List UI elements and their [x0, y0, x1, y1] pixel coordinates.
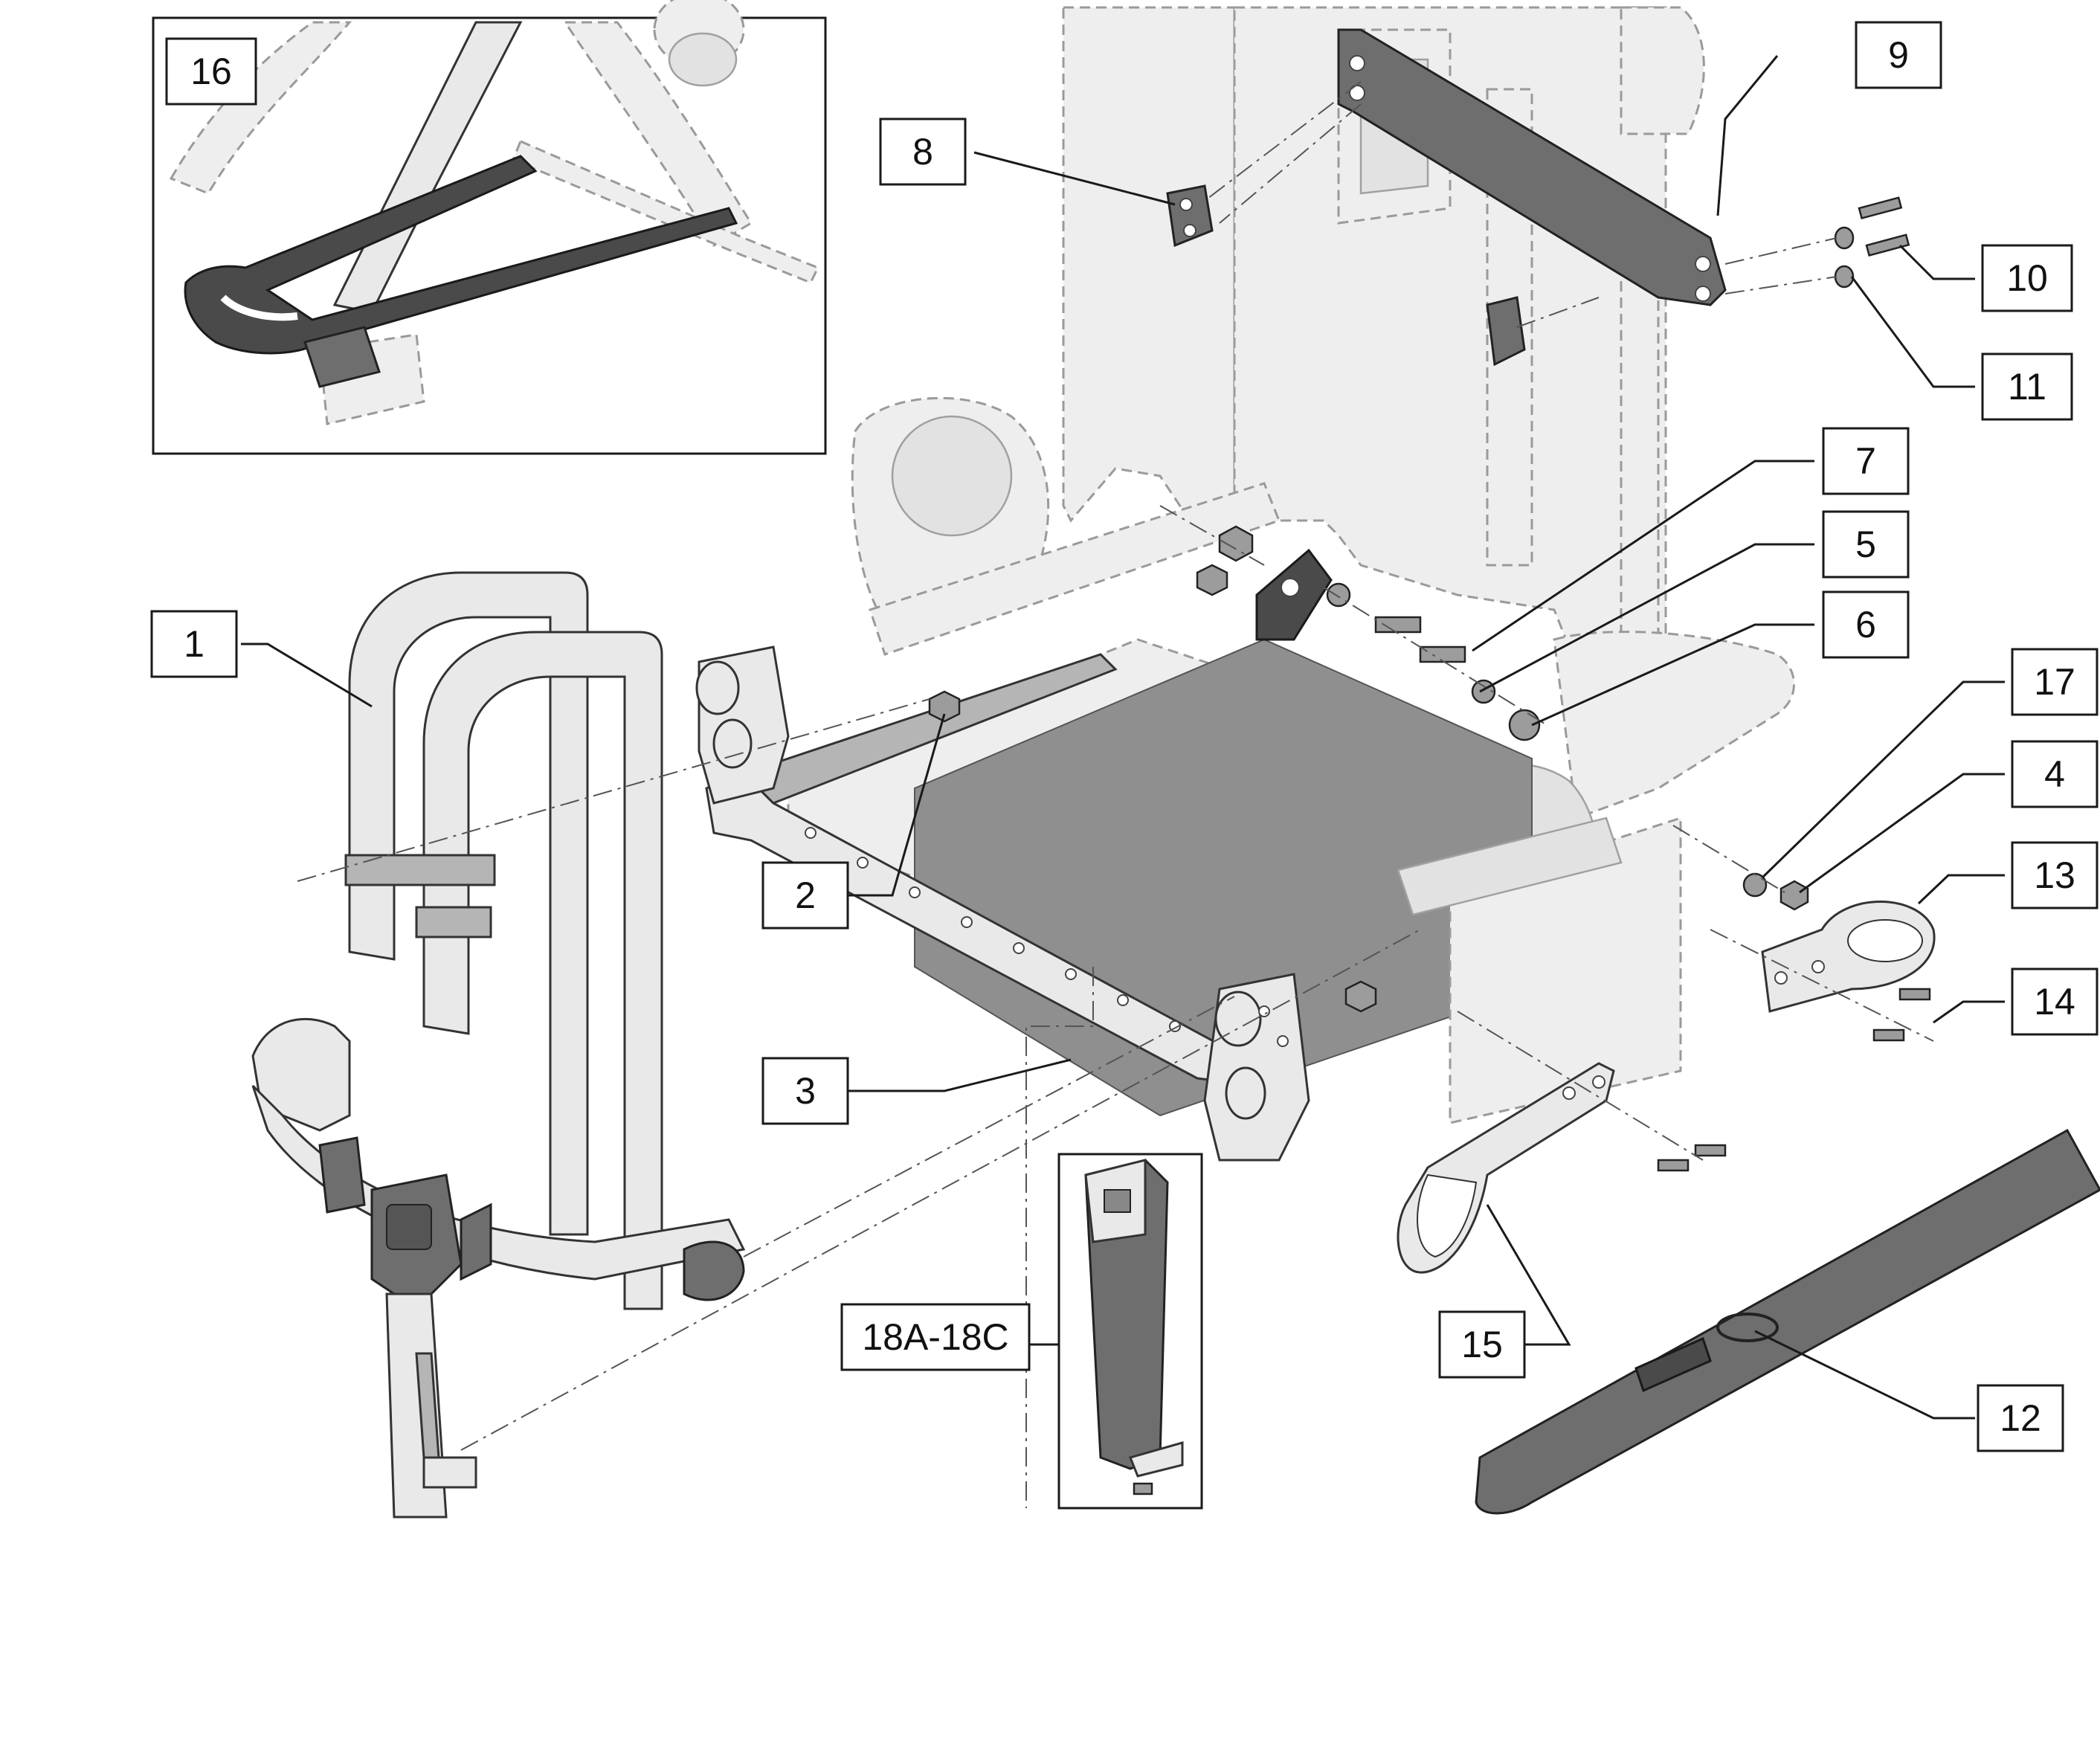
callout-14: 14: [2011, 967, 2099, 1036]
pelvic-strap-12: [1475, 1128, 2100, 1515]
callout-5-label: 5: [1855, 524, 1876, 565]
tube-clamp-left: [695, 645, 790, 805]
callout-1: 1: [150, 610, 238, 678]
callout-3-label: 3: [795, 1070, 816, 1112]
callout-8: 8: [879, 117, 967, 186]
mounting-tab: [1255, 548, 1333, 641]
shoulder-harness: [251, 571, 746, 1519]
callout-11: 11: [1981, 352, 2073, 421]
callout-14-label: 14: [2034, 981, 2075, 1023]
callout-16: 16: [165, 37, 257, 106]
callout-10-label: 10: [2006, 257, 2048, 299]
callout-11-label: 11: [2008, 366, 2046, 408]
callout-2: 2: [761, 861, 849, 930]
leader-lines: [241, 55, 2005, 1420]
callout-5: 5: [1822, 510, 1910, 579]
inset-bracket: [303, 326, 425, 425]
callout-9-label: 9: [1888, 34, 1909, 76]
callout-18a-18c: 18A-18C: [840, 1303, 1031, 1371]
spacer-plate-8: [1166, 184, 1214, 248]
hardware-nuts-left: [928, 525, 1377, 1013]
assembly-centerlines: [297, 81, 1934, 1508]
callout-16-label: 16: [190, 51, 232, 92]
inset-detail-view: [152, 0, 827, 455]
callout-2-label: 2: [795, 875, 816, 916]
spacer-plate-lower: [1486, 296, 1526, 367]
callout-4-label: 4: [2044, 753, 2065, 795]
part-detail-box-18: [1057, 1153, 1203, 1510]
callout-4: 4: [2011, 740, 2099, 808]
washer-nut-4-17: [1742, 872, 1809, 911]
callout-18a-18c-label: 18A-18C: [862, 1316, 1008, 1358]
callout-7: 7: [1822, 427, 1910, 495]
callout-3: 3: [761, 1057, 849, 1125]
callout-9: 9: [1855, 21, 1942, 89]
tie-down-loop-15: [1397, 1062, 1727, 1274]
lateral-support-left-ghost: [851, 396, 1050, 611]
callout-8-label: 8: [912, 131, 933, 173]
callout-12: 12: [1977, 1384, 2064, 1452]
callout-15-label: 15: [1461, 1324, 1503, 1365]
inset-positioning-strap: [184, 155, 738, 355]
tube-clamp-right: [1203, 973, 1310, 1162]
callout-17-label: 17: [2034, 661, 2075, 703]
callout-15: 15: [1438, 1310, 1526, 1379]
screws-10-11: [1834, 196, 1910, 289]
callout-7-label: 7: [1855, 440, 1876, 482]
callout-1-label: 1: [184, 623, 204, 665]
bolt-stack-7-5-6: [1326, 582, 1541, 741]
callout-13-label: 13: [2034, 854, 2075, 896]
back-bracket: [1337, 28, 1727, 306]
bar-holes: [805, 827, 1181, 1032]
callout-17: 17: [2011, 648, 2099, 716]
callout-10: 10: [1981, 244, 2073, 312]
tie-down-loop-13: [1761, 901, 1936, 1042]
callout-12-label: 12: [2000, 1397, 2041, 1439]
callout-6-label: 6: [1855, 604, 1876, 645]
callout-6: 6: [1822, 590, 1910, 659]
callout-13: 13: [2011, 841, 2099, 909]
